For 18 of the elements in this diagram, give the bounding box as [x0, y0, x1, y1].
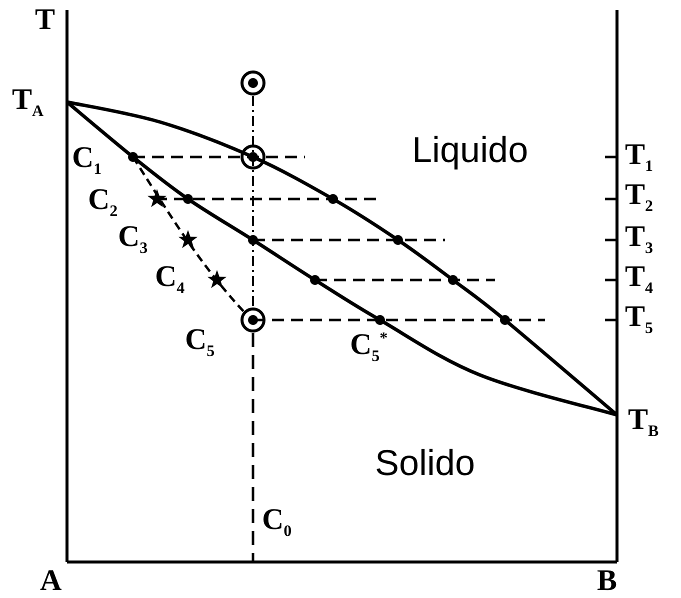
component-label: B	[597, 566, 618, 596]
temperature-label: T$_{B}$	[628, 405, 659, 440]
temperature-label: T$_{4}$	[625, 262, 654, 297]
temperature-label: T$_{A}$	[12, 85, 44, 120]
composition-label: C$_{4}$	[155, 262, 185, 297]
composition-label: C$_{5}$	[185, 325, 215, 360]
region-label: Solido	[375, 445, 476, 481]
temperature-label: T$_{5}$	[625, 302, 654, 337]
composition-label: C$_{3}$	[118, 222, 148, 257]
temperature-label: T$_{2}$	[625, 180, 654, 215]
composition-label: C$_{0}$	[262, 505, 292, 540]
region-label: Liquido	[412, 132, 528, 168]
component-label: A	[40, 566, 62, 596]
temperature-label: T$_{1}$	[625, 140, 654, 175]
temperature-label: T$_{3}$	[625, 222, 654, 257]
composition-label: C$_{2}$	[88, 185, 118, 220]
composition-label: C$_{1}$	[72, 143, 102, 178]
axis-label: T	[35, 5, 56, 35]
